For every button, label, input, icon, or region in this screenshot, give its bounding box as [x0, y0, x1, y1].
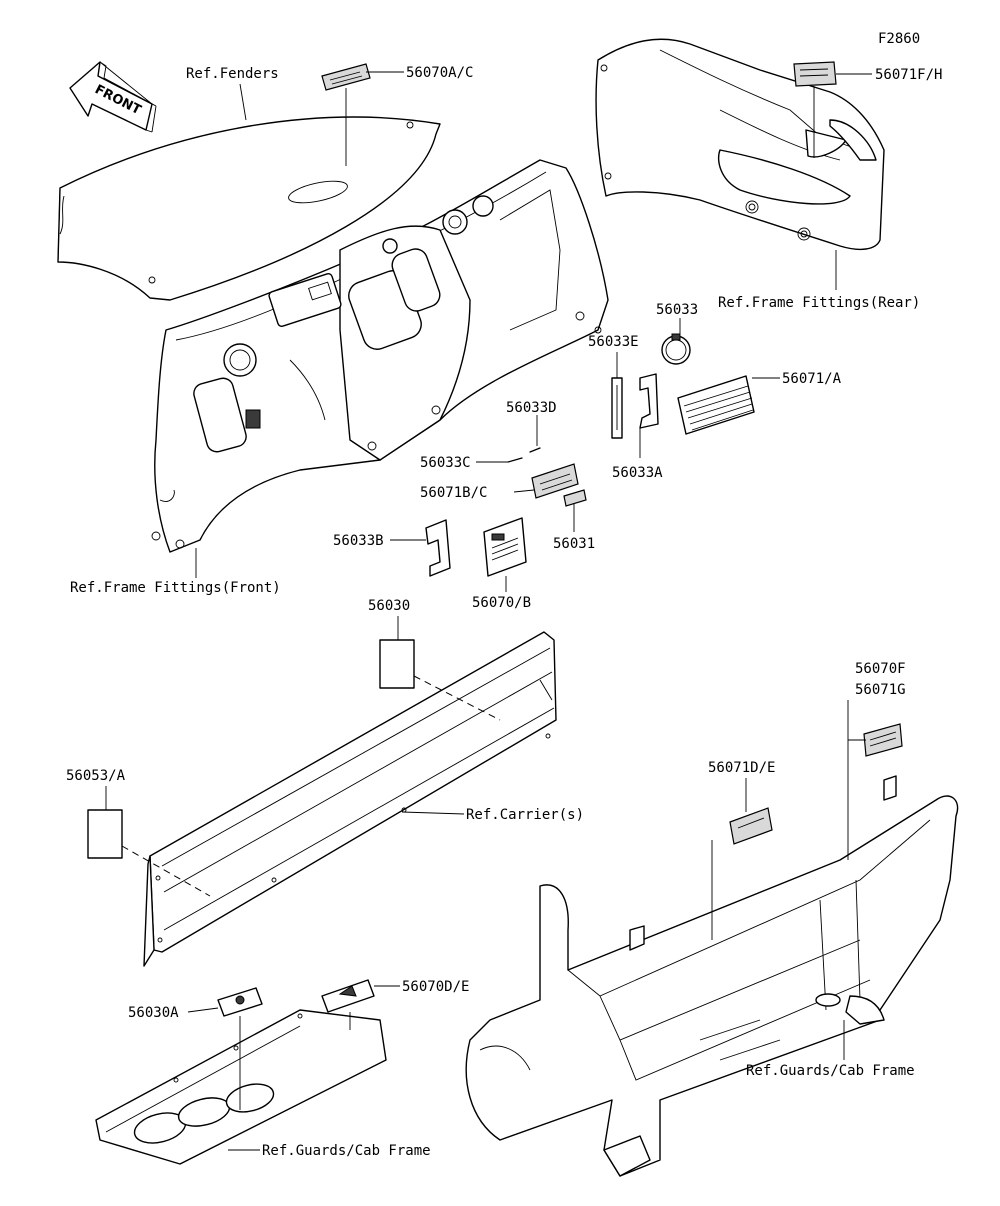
- pin-56033c: [507, 457, 523, 463]
- dashboard-assembly: [151, 159, 609, 553]
- part-56030a-label: 56030A: [128, 1005, 179, 1021]
- label-56070b: [483, 517, 527, 577]
- label-56071fh: [793, 61, 837, 87]
- label-56071de: [729, 807, 773, 845]
- bracket-56033b: [425, 519, 451, 577]
- ref-guards-right-label: Ref.Guards/Cab Frame: [746, 1063, 915, 1079]
- part-56031-label: 56031: [553, 536, 595, 552]
- ref-fenders-label: Ref.Fenders: [186, 66, 279, 82]
- pin-56033d: [529, 447, 541, 453]
- strip-56033e: [611, 377, 623, 439]
- rear-frame-fitting: [595, 38, 885, 251]
- decal-56030: [379, 639, 415, 689]
- part-56071g-label: 56071G: [855, 682, 906, 698]
- ref-carriers-label: Ref.Carrier(s): [466, 807, 584, 823]
- part-56070b-label: 56070/B: [472, 595, 531, 611]
- decal-56053a: [87, 809, 123, 859]
- part-56070ac-label: 56070A/C: [406, 65, 473, 81]
- part-56071de-label: 56071D/E: [708, 760, 775, 776]
- part-56033e-label: 56033E: [588, 334, 639, 350]
- leader-56030-dashed: [413, 675, 501, 721]
- figure-id: F2860: [878, 31, 920, 47]
- label-56030a: [217, 987, 263, 1017]
- label-56031: [563, 489, 587, 507]
- ref-guards-bottom-label: Ref.Guards/Cab Frame: [262, 1143, 431, 1159]
- bracket-56033a: [639, 373, 659, 429]
- leader-56053a-dashed: [121, 845, 211, 897]
- part-56033b-label: 56033B: [333, 533, 384, 549]
- part-56033d-label: 56033D: [506, 400, 557, 416]
- part-56030-label: 56030: [368, 598, 410, 614]
- cab-frame: [465, 775, 959, 1177]
- ref-frame-rear-label: Ref.Frame Fittings(Rear): [718, 295, 920, 311]
- part-56033-label: 56033: [656, 302, 698, 318]
- part-56033c-label: 56033C: [420, 455, 471, 471]
- label-56071a: [677, 375, 755, 435]
- part-56070de-label: 56070D/E: [402, 979, 469, 995]
- leader-lines: [105, 71, 872, 1151]
- carrier-panel: [143, 631, 557, 967]
- part-56053a-label: 56053/A: [66, 768, 126, 784]
- label-56070ac: [321, 63, 371, 91]
- label-56070f-56071g: [863, 723, 903, 757]
- part-56033a-label: 56033A: [612, 465, 663, 481]
- part-56070f-label: 56070F: [855, 661, 906, 677]
- ring-56033: [661, 333, 691, 365]
- fender-panel: [57, 116, 441, 301]
- ref-frame-front-label: Ref.Frame Fittings(Front): [70, 580, 281, 596]
- front-arrow-icon: FRONT: [69, 61, 157, 133]
- part-56071bc-label: 56071B/C: [420, 485, 487, 501]
- part-56071a-label: 56071/A: [782, 371, 842, 387]
- part-56071fh-label: 56071F/H: [875, 67, 942, 83]
- label-56070de: [321, 979, 375, 1013]
- guard-plate: [95, 1009, 387, 1165]
- label-56071bc: [531, 463, 579, 499]
